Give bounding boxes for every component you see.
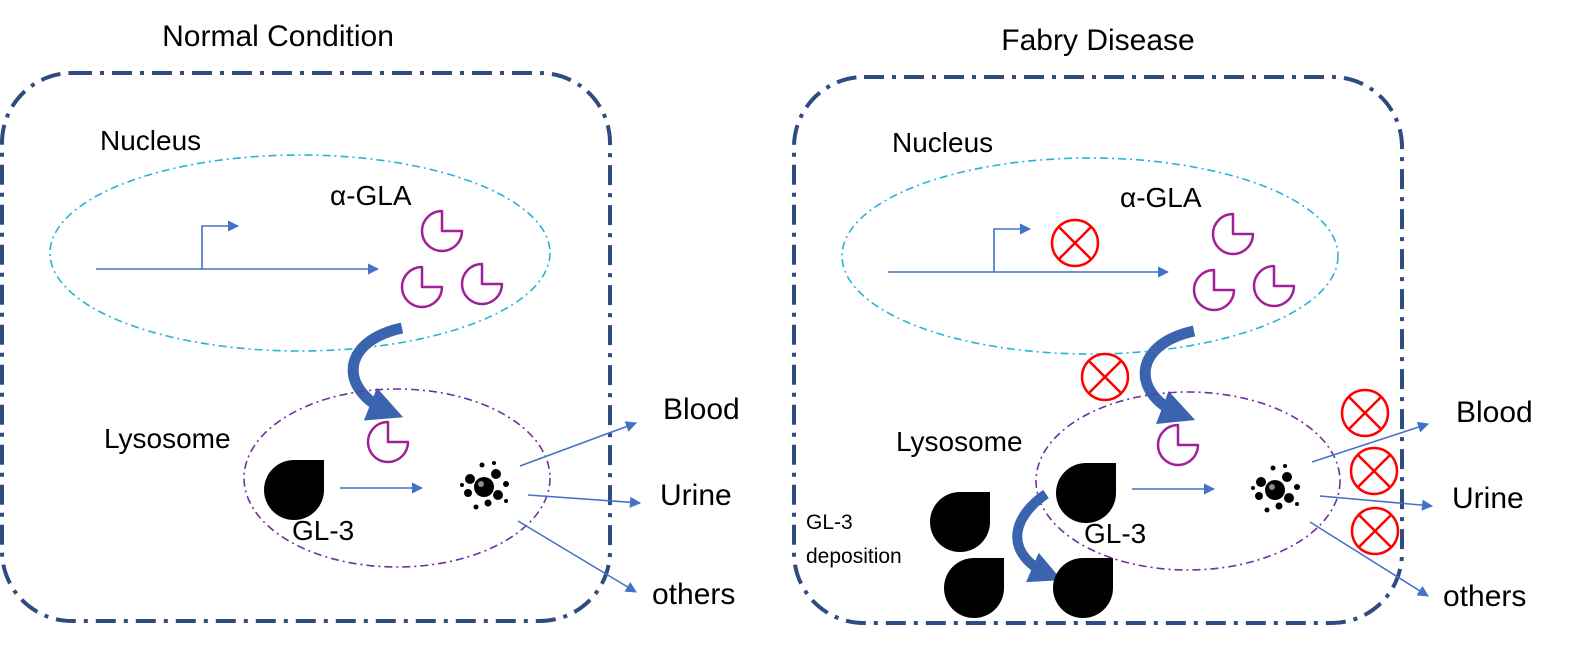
normal-fragments-icon xyxy=(460,461,509,510)
normal-urine-arrow xyxy=(527,494,642,508)
fabry-output-others: others xyxy=(1443,580,1526,613)
normal-title: Normal Condition xyxy=(162,20,394,53)
fabry-deposit-icon xyxy=(944,558,1004,618)
normal-enzyme-icon xyxy=(460,262,504,306)
fabry-output-urine: Urine xyxy=(1452,482,1524,515)
normal-gl3-label: GL-3 xyxy=(292,515,354,546)
normal-transport-arrow xyxy=(347,322,404,421)
fabry-others-block-icon xyxy=(1350,506,1400,556)
fabry-others-arrow xyxy=(1309,521,1429,597)
fabry-enzyme-icon xyxy=(1211,212,1255,256)
fabry-lysosome xyxy=(1035,391,1341,571)
fabry-output-blood: Blood xyxy=(1456,396,1533,429)
fabry-enzyme-icon xyxy=(1192,268,1236,312)
normal-lysosome xyxy=(243,388,551,568)
fabry-nucleus xyxy=(841,157,1339,355)
fabry-gl3-icon xyxy=(1056,463,1116,523)
normal-output-urine: Urine xyxy=(660,479,732,512)
fabry-transport-block-icon xyxy=(1080,352,1130,402)
fabry-deposition-label-line1: GL-3 xyxy=(806,511,853,534)
fabry-title: Fabry Disease xyxy=(1001,24,1194,57)
fabry-deposition-label-line2: deposition xyxy=(806,545,902,568)
fabry-urine-arrow xyxy=(1319,495,1434,511)
normal-enzyme-label: α-GLA xyxy=(330,180,412,211)
normal-output-others: others xyxy=(652,578,735,611)
fabry-lysosome-label: Lysosome xyxy=(896,426,1023,457)
fabry-enzyme-icon xyxy=(1252,264,1296,308)
normal-enzyme-icon xyxy=(420,209,464,253)
fabry-fragments-icon xyxy=(1251,464,1300,513)
fabry-promoter-arrow xyxy=(993,223,1032,272)
normal-nucleus xyxy=(49,154,551,352)
fabry-cell-membrane xyxy=(792,75,1404,625)
fabry-urine-block-icon xyxy=(1349,446,1399,496)
fabry-panel: Fabry Disease Nucleus α-GLA Lysosome GL-… xyxy=(792,24,1533,625)
normal-output-blood: Blood xyxy=(663,393,740,426)
normal-enzyme-icon xyxy=(400,265,444,309)
normal-promoter-arrow xyxy=(201,220,240,269)
normal-blood-arrow xyxy=(519,421,638,467)
fabry-deposition-arrow xyxy=(1012,489,1062,583)
normal-cell-membrane xyxy=(0,71,612,623)
fabry-deposit-icon xyxy=(1053,558,1113,618)
fabry-deposit-icon xyxy=(930,492,990,552)
fabry-gl3-label: GL-3 xyxy=(1084,518,1146,549)
normal-nucleus-label: Nucleus xyxy=(100,125,201,156)
fabry-blood-arrow xyxy=(1311,421,1430,463)
fabry-nucleus-label: Nucleus xyxy=(892,127,993,158)
normal-others-arrow xyxy=(517,520,637,593)
fabry-transport-arrow xyxy=(1139,325,1196,424)
normal-gl3-icon xyxy=(264,460,324,520)
normal-lysosome-label: Lysosome xyxy=(104,423,231,454)
fabry-blood-block-icon xyxy=(1340,388,1390,438)
fabry-lysosome-enzyme-icon xyxy=(1156,423,1200,467)
normal-lysosome-enzyme-icon xyxy=(366,420,410,464)
fabry-enzyme-label: α-GLA xyxy=(1120,182,1202,213)
normal-panel: Normal Condition Nucleus α-GLA Lysosome … xyxy=(0,20,740,623)
fabry-transcription-block-icon xyxy=(1050,218,1100,268)
